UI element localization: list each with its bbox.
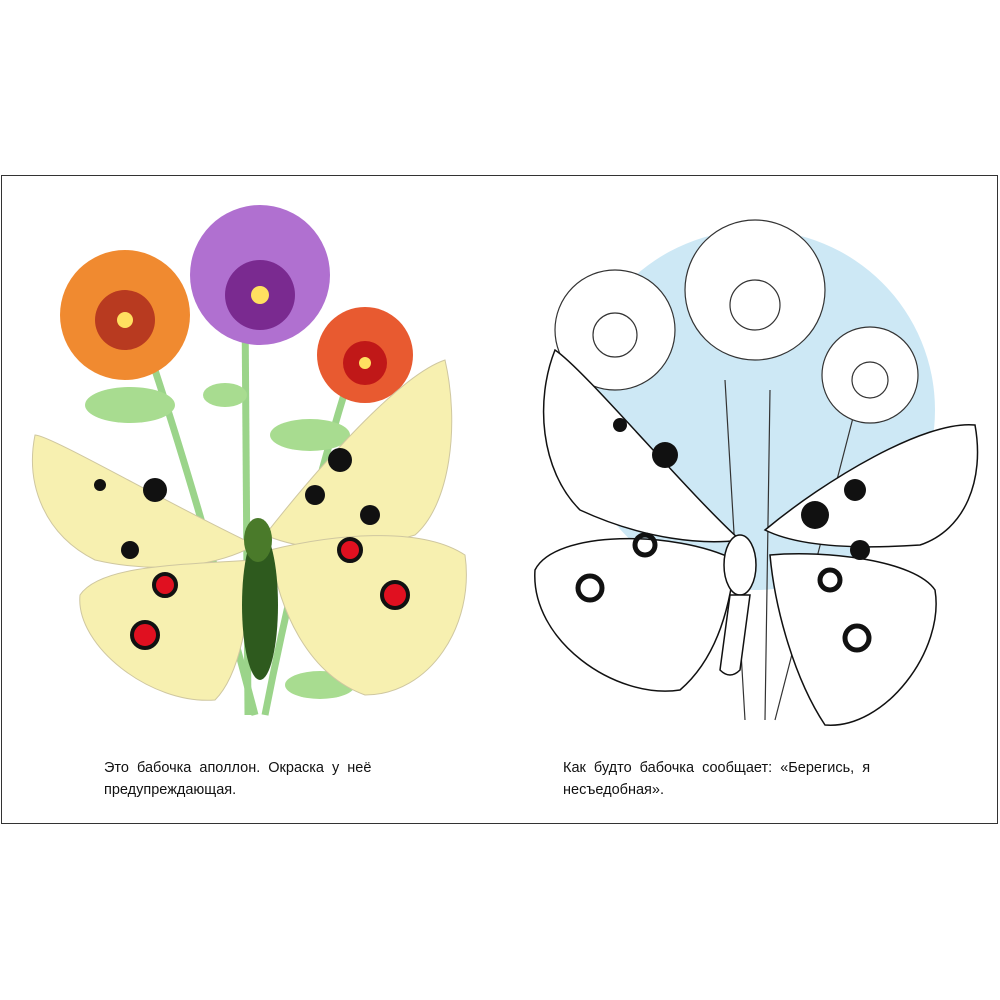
outline-pansies [554,219,919,721]
left-caption-line-2: предупреждающая. [104,782,237,798]
butterfly [32,359,467,701]
outline-butterfly [534,348,979,726]
right-caption: Как будто бабочка сообщает: «Берегись, я… [563,757,870,801]
left-caption: Это бабочка аполлон. Окраска у неё преду… [104,757,371,801]
red-pansy [317,307,413,403]
leaves [85,383,355,699]
right-caption-line-1: Как будто бабочка сообщает: «Берегись, я [563,760,871,776]
orange-pansy [60,250,190,380]
coloring-outline-butterfly-illustration [534,219,979,726]
right-caption-line-2: несъедобная». [563,782,664,798]
left-caption-line-1: Это бабочка аполлон. Окраска у неё [104,760,372,776]
purple-pansy [190,205,330,345]
colored-apollo-butterfly-illustration [32,205,467,716]
